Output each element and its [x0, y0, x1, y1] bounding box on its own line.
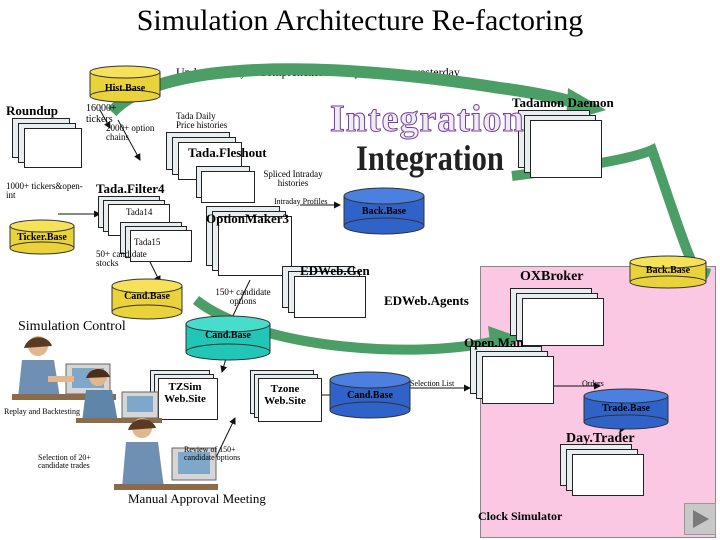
back-base-mid-label: Back.Base: [361, 206, 407, 217]
simulation-control-label: Simulation Control: [18, 319, 126, 334]
database-cand-base-2: [185, 315, 271, 361]
cand-base-1-label: Cand.Base: [124, 291, 170, 302]
manual-approval-label: Manual Approval Meeting: [128, 491, 266, 506]
annotation-replay-backtesting: Replay and Backtesting: [4, 407, 80, 416]
tzone-label: Tzone Web.Site: [264, 383, 306, 407]
oxbroker-label: OXBroker: [520, 269, 584, 284]
annotation-tickers-16000: 16000+ tickers: [86, 103, 117, 125]
flow-arrow: [99, 109, 111, 129]
annotation-spliced-intraday: Spliced Intraday histories: [263, 169, 323, 189]
tadamon-daemon-label: Tadamon Daemon: [512, 95, 614, 110]
next-slide-button[interactable]: [684, 503, 716, 535]
tada-filter4-label: Tada.Filter4: [96, 181, 165, 196]
annotation-option-chains: 2000+ option chains: [106, 123, 155, 143]
optionmaker3-label: OptionMaker3: [206, 211, 290, 226]
database-cand-base-3: [329, 371, 411, 419]
tada15-label: Tada15: [134, 237, 161, 247]
flow-arrow: [149, 261, 161, 283]
database-hist-base: [89, 65, 161, 103]
annotation-selection-candidates: Selection of 20+ candidate trades: [38, 453, 91, 471]
annotation-review-options: Review of 150+ candidate options: [184, 445, 241, 463]
annotation-tada-daily-price: Tada Daily Price histories: [176, 111, 228, 131]
annotation-intraday-profiles: Intraday Profiles: [274, 197, 328, 206]
integration-outline-text: Integration: [330, 98, 525, 140]
tada-fleshout-label: Tada.Fleshout: [188, 145, 267, 160]
annotation-tickers-open-int: 1000+ tickers&open-int: [6, 181, 83, 201]
hist-base-label: Hist.Base: [104, 83, 146, 94]
person-at-computer-icon: [76, 368, 162, 423]
database-back-base-mid: [343, 187, 425, 235]
edwebgen-label: EDWeb.Gen: [300, 263, 370, 278]
daytrader-label: Day.Trader: [566, 431, 635, 446]
integration-bold-text: Integration: [356, 138, 504, 178]
tada14-label: Tada14: [126, 207, 153, 217]
annotation-orders: Orders: [582, 379, 604, 388]
database-cand-base-1: [111, 278, 183, 320]
trade-base-label: Trade.Base: [602, 403, 650, 414]
roundup-label: Roundup: [6, 103, 59, 118]
openman-label: Open.Man: [464, 335, 524, 350]
cand-base-3-label: Cand.Base: [347, 390, 393, 401]
database-back-base-right: [629, 255, 707, 289]
database-trade-base: [583, 388, 669, 430]
flow-arrow: [229, 279, 251, 323]
ticker-base-label: Ticker.Base: [17, 232, 67, 243]
back-base-right-label: Back.Base: [645, 265, 691, 276]
page-title: Simulation Architecture Re-factoring: [136, 4, 584, 37]
flow-arrow: [117, 119, 141, 161]
edwebagents-label: EDWeb.Agents: [384, 293, 469, 308]
clock-simulator-label: Clock Simulator: [478, 509, 563, 523]
forward-arrow-icon: [693, 510, 709, 528]
annotation-selection-list: Selection List: [410, 379, 455, 388]
cand-base-2-label: Cand.Base: [205, 330, 251, 341]
annotation-candidate-options: 150+ candidate options: [215, 287, 271, 307]
integration-arrow-top: [107, 63, 582, 117]
person-at-computer-icon: [114, 418, 218, 490]
tzsim-label: TZSim Web.Site: [164, 381, 206, 405]
database-ticker-base: [9, 219, 75, 255]
annotation-candidate-stocks: 50+ candidate stocks: [96, 249, 147, 269]
